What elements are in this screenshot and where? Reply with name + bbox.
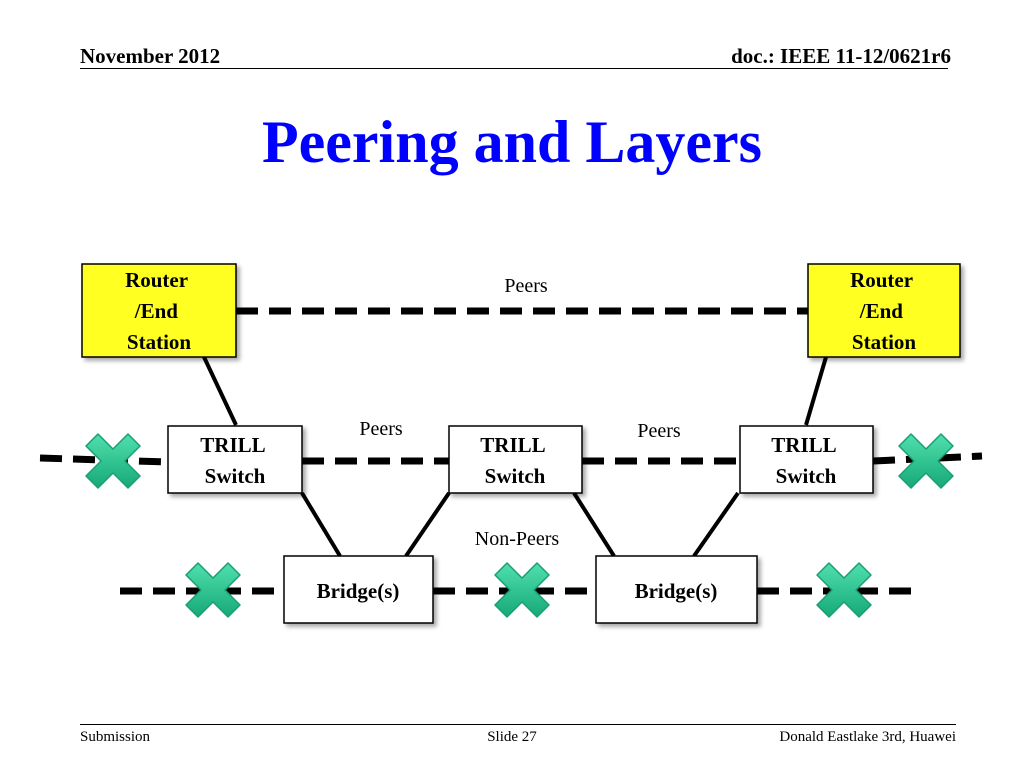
svg-text:TRILL Switch: TRILL Switch bbox=[480, 433, 549, 488]
trill-switch-right: TRILL Switch bbox=[739, 425, 874, 494]
svg-text:TRILL Switch: TRILL Switch bbox=[771, 433, 840, 488]
header-doc-id: doc.: IEEE 11-12/0621r6 bbox=[731, 44, 951, 68]
router-right-line-3: Station bbox=[852, 330, 917, 354]
bridge-left: Bridge(s) bbox=[283, 555, 434, 624]
trill-left-line-1: TRILL bbox=[200, 433, 265, 457]
connector-router-left-trill bbox=[202, 356, 238, 426]
svg-text:Router /End Statio: Router /End Station bbox=[850, 268, 918, 354]
connector-router-right-trill bbox=[804, 356, 828, 426]
router-left-line-2: /End bbox=[134, 299, 179, 323]
label-peers-right: Peers bbox=[637, 420, 681, 442]
router-right-line-1: Router bbox=[850, 268, 913, 292]
trill-right-line-2: Switch bbox=[776, 464, 837, 488]
bridge-right: Bridge(s) bbox=[595, 555, 758, 624]
connectors bbox=[202, 356, 828, 558]
label-non-peers: Non-Peers bbox=[475, 528, 560, 550]
router-end-station-right: Router /End Station bbox=[807, 263, 961, 358]
connector-trill-mid-bridge-right bbox=[572, 491, 616, 558]
connector-trill-left-bridge bbox=[300, 491, 342, 558]
footer-divider bbox=[80, 724, 956, 725]
label-peers-top: Peers bbox=[504, 275, 548, 297]
connector-trill-mid-bridge-left bbox=[404, 491, 451, 558]
bridge-right-label: Bridge(s) bbox=[635, 579, 718, 603]
trill-switch-middle: TRILL Switch bbox=[448, 425, 583, 494]
trill-right-line-1: TRILL bbox=[771, 433, 836, 457]
label-peers-left: Peers bbox=[359, 418, 403, 440]
header-date: November 2012 bbox=[80, 44, 221, 68]
connector-trill-right-bridge bbox=[692, 491, 740, 558]
footer-author: Donald Eastlake 3rd, Huawei bbox=[779, 729, 956, 745]
trill-left-line-2: Switch bbox=[205, 464, 266, 488]
peers-line-middle-left bbox=[39, 454, 169, 466]
router-left-line-3: Station bbox=[127, 330, 192, 354]
router-right-line-2: /End bbox=[859, 299, 904, 323]
footer-submission: Submission bbox=[80, 729, 151, 745]
trill-middle-line-1: TRILL bbox=[480, 433, 545, 457]
svg-text:TRILL Switch: TRILL Switch bbox=[200, 433, 269, 488]
trill-switch-left: TRILL Switch bbox=[167, 425, 303, 494]
svg-text:Router /End Statio: Router /End Station bbox=[125, 268, 193, 354]
footer-slide-number: Slide 27 bbox=[487, 729, 537, 745]
header-divider bbox=[80, 68, 948, 69]
bridge-left-label: Bridge(s) bbox=[317, 579, 400, 603]
router-left-line-1: Router bbox=[125, 268, 188, 292]
router-end-station-left: Router /End Station bbox=[81, 263, 237, 358]
trill-middle-line-2: Switch bbox=[485, 464, 546, 488]
slide-title: Peering and Layers bbox=[262, 109, 762, 175]
